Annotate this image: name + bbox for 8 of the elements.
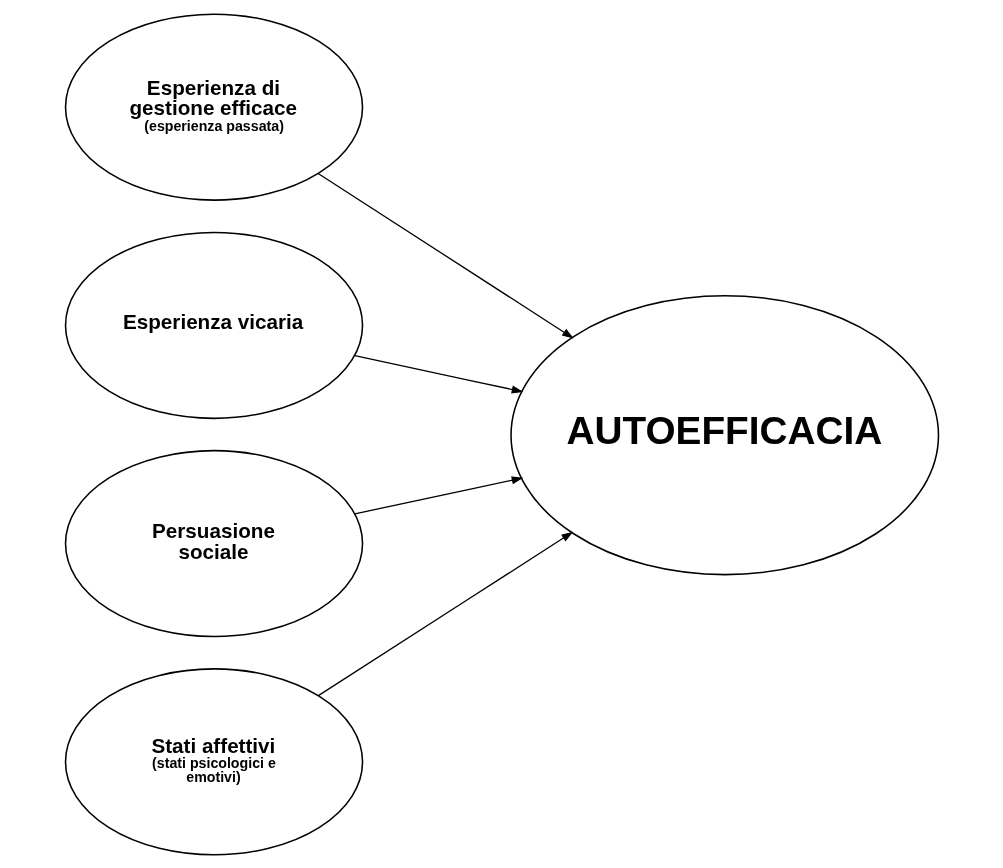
node-ellipse: Esperienza di gestione efficace (esperienza passata) <box>64 12 363 201</box>
node-ellipse: Persuasione sociale <box>64 449 363 637</box>
arrow <box>317 172 574 338</box>
arrow <box>353 475 523 514</box>
node-ellipse: Stati affettivi (stati psicologici e emotivi) <box>64 667 363 856</box>
arrow <box>317 531 573 696</box>
arrow <box>353 354 523 393</box>
node-ellipse: Esperienza vicaria <box>64 231 363 419</box>
